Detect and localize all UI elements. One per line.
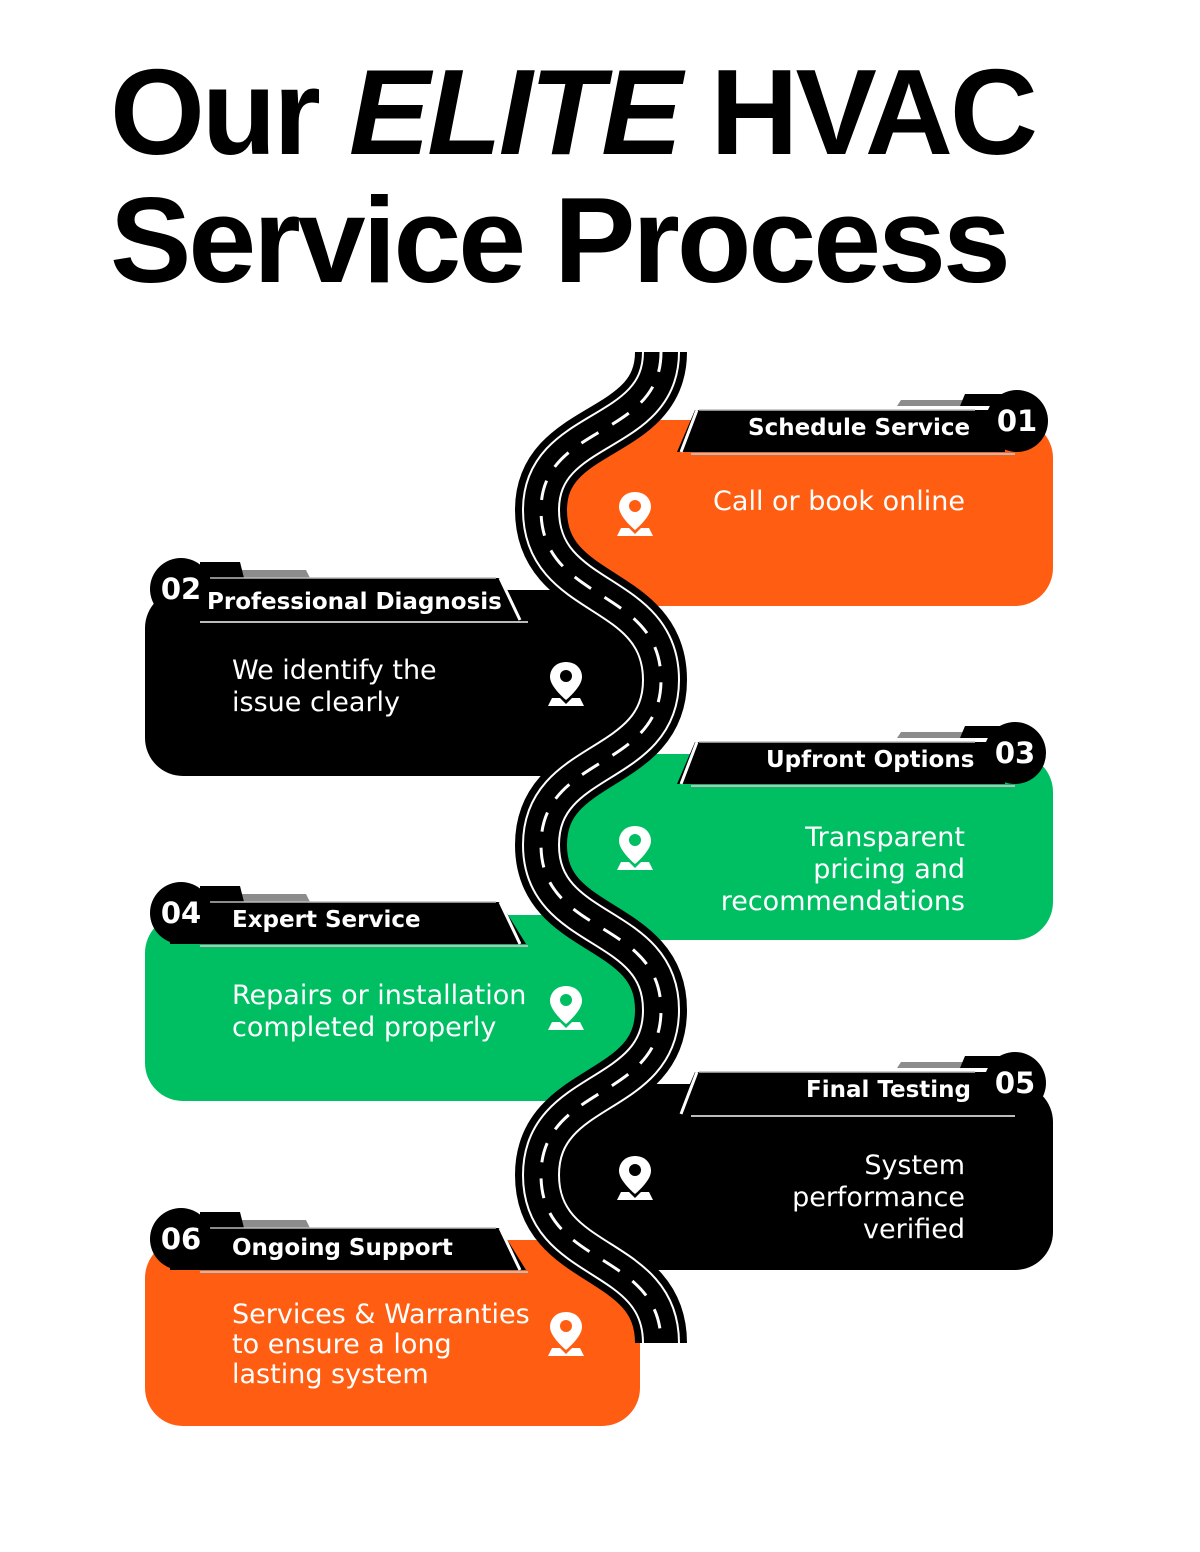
banner-shape xyxy=(677,742,1005,784)
title-line-2: Service Process xyxy=(110,172,1011,308)
step-6-description: Services & Warranties to ensure a long l… xyxy=(232,1300,530,1390)
step-4-number: 04 xyxy=(150,882,212,944)
description-line: Services & Warranties xyxy=(232,1299,530,1330)
step-6-title: Ongoing Support xyxy=(232,1235,453,1261)
step-1-number: 01 xyxy=(986,390,1048,452)
step-2-number: 02 xyxy=(150,558,212,620)
step-1-banner xyxy=(677,394,1015,455)
location-pin-icon xyxy=(548,1312,584,1356)
description-line: Repairs or installation xyxy=(232,980,527,1011)
step-6-banner xyxy=(170,1212,528,1273)
title-line-1: Our ELITE HVAC xyxy=(110,48,1038,176)
banner-gray-tab xyxy=(897,732,967,738)
step-2-title: Professional Diagnosis xyxy=(207,589,502,615)
banner-gray-tab xyxy=(240,570,310,578)
location-pin-icon xyxy=(548,662,584,706)
step-3-title: Upfront Options xyxy=(766,747,975,773)
description-line: Transparent xyxy=(805,822,965,853)
step-3-number: 03 xyxy=(984,722,1046,784)
description-line: recommendations xyxy=(720,886,965,917)
description-line: We identify the xyxy=(232,655,437,686)
step-4-description: Repairs or installation completed proper… xyxy=(232,980,526,1044)
description-line: issue clearly xyxy=(232,687,401,718)
banner-black-tab xyxy=(200,562,244,578)
step-6-number: 06 xyxy=(150,1208,212,1270)
location-pin-icon xyxy=(617,1156,653,1200)
description-line: completed properly xyxy=(232,1012,497,1043)
description-line: pricing and xyxy=(813,854,965,885)
road-inner-surface xyxy=(523,350,679,1345)
step-4-title: Expert Service xyxy=(232,907,421,933)
banner-gray-tab xyxy=(897,1062,967,1068)
step-1-title: Schedule Service xyxy=(748,415,971,441)
banner-shape xyxy=(170,578,526,620)
step-1-description: Call or book online xyxy=(713,486,965,518)
description-line: performance xyxy=(792,1182,965,1213)
banner-black-tab xyxy=(200,1212,244,1228)
banner-shape xyxy=(677,410,1005,452)
title-word-our: Our xyxy=(110,44,321,180)
title-emphasis-elite: ELITE xyxy=(348,44,683,180)
banner-black-tab xyxy=(200,886,244,902)
banner-gray-tab xyxy=(240,1220,310,1228)
step-3-description: Transparent pricing and recommendations xyxy=(721,822,965,918)
location-pin-icon xyxy=(548,986,584,1030)
step-2-banner xyxy=(170,562,528,623)
description-line: System xyxy=(864,1150,965,1181)
location-pin-icon xyxy=(617,826,653,870)
title-word-hvac: HVAC xyxy=(710,44,1038,180)
banner-gray-tab xyxy=(897,400,967,406)
banner-shape xyxy=(170,902,526,944)
step-4-banner xyxy=(170,886,528,947)
page-title: Our ELITE HVAC Service Process xyxy=(110,48,1038,308)
banner-gray-tab xyxy=(240,894,310,902)
step-5-number: 05 xyxy=(984,1052,1046,1114)
banner-shape xyxy=(677,1072,1005,1114)
location-pin-icon xyxy=(617,492,653,536)
step-2-description: We identify the issue clearly xyxy=(232,655,437,719)
description-line: verified xyxy=(863,1214,965,1245)
step-5-title: Final Testing xyxy=(806,1077,972,1103)
description-line: lasting system xyxy=(232,1359,429,1390)
description-line: Call or book online xyxy=(713,486,965,517)
description-line: to ensure a long xyxy=(232,1329,452,1360)
step-5-description: System performance verified xyxy=(792,1150,965,1246)
banner-shape xyxy=(170,1228,526,1270)
